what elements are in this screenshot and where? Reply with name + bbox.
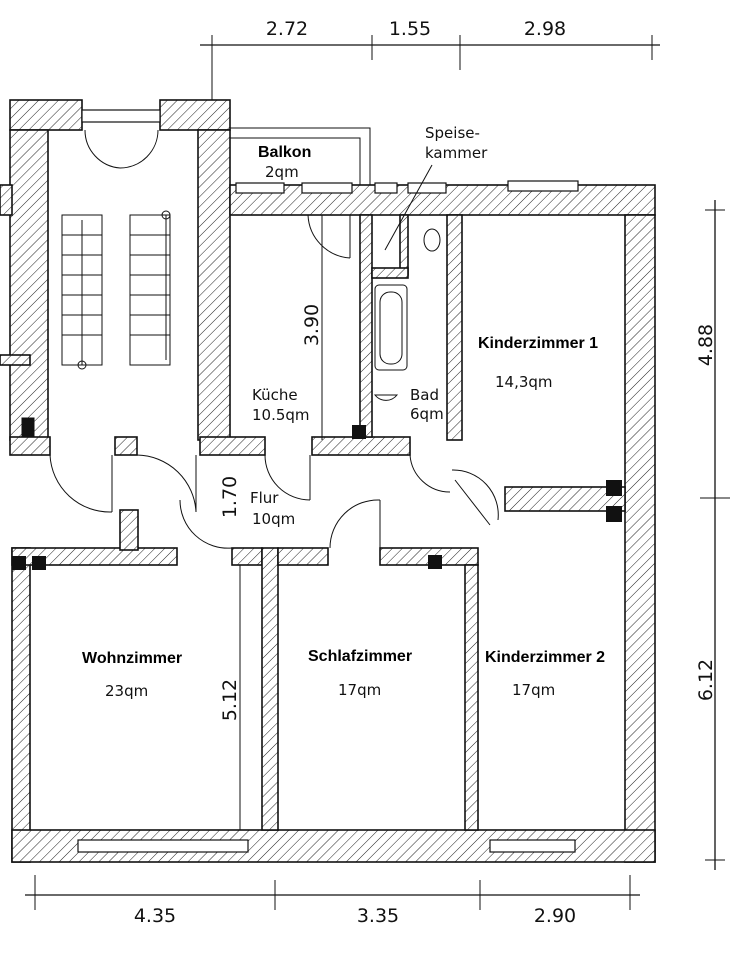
apartment-entry-door [49,454,197,513]
sink [373,394,399,401]
dim-living: 5.12 [219,679,241,721]
stairs [61,210,171,370]
dim-kitchen: 3.90 [301,304,323,346]
kinderzimmer1-area: 14,3qm [495,373,553,391]
entrance-door [84,129,159,169]
kueche-area: 10.5qm [252,406,310,424]
bad-area: 6qm [410,405,444,423]
speisekammer-label-1: Speise- [425,124,480,142]
kinderzimmer2-label: Kinderzimmer 2 [485,649,605,666]
flur-label: Flur [250,489,279,507]
bad-label: Bad [410,386,439,404]
kueche-label: Küche [252,386,298,404]
dim-bottom-2: 3.35 [357,905,399,927]
kinderzimmer2-area: 17qm [512,681,555,699]
speisekammer-label-2: kammer [425,144,488,162]
dim-right-2: 6.12 [695,659,717,701]
toilet [423,228,441,252]
outer-walls [11,180,656,863]
bathtub [374,284,408,371]
dim-bottom-1: 4.35 [134,905,176,927]
wohnzimmer-label: Wohnzimmer [82,650,182,667]
kinderzimmer1-label: Kinderzimmer 1 [478,335,598,352]
dim-right-1: 4.88 [695,324,717,366]
dim-bottom-3: 2.90 [534,905,576,927]
balkon-label: Balkon [258,144,311,161]
dimension-lines [25,35,730,910]
balkon-area: 2qm [265,163,299,181]
wohnzimmer-area: 23qm [105,682,148,700]
schlafzimmer-area: 17qm [338,681,381,699]
interior-walls [12,214,626,831]
dim-top-2: 1.55 [389,18,431,40]
schlafzimmer-label: Schlafzimmer [308,648,412,665]
dim-top-1: 2.72 [266,18,308,40]
dim-hall: 1.70 [219,476,241,518]
doors [179,214,499,549]
flur-area: 10qm [252,510,295,528]
dim-top-3: 2.98 [524,18,566,40]
staircase [0,99,231,513]
